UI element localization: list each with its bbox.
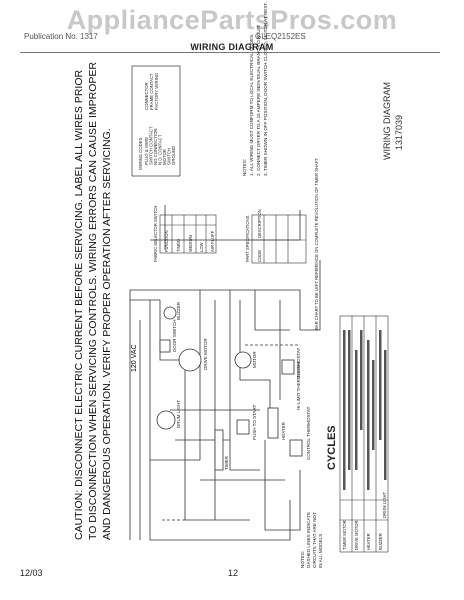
wiring-code-7: GROUND <box>171 146 176 165</box>
spec-col-description: DESCRIPTION <box>257 209 262 238</box>
footnote-line-4: IN ALL MODELS <box>318 534 323 568</box>
wiring-code-2: SWITCH CONTACT <box>149 126 154 165</box>
caution-block: CAUTION: DISCONNECT ELECTRIC CURRENT BEF… <box>73 62 113 540</box>
notes-item-3: 3. TIMER SHOWN IN OFF POSITION, DOOR SWI… <box>263 2 268 176</box>
bar-chart-note: BAR CHART TO BE LEFT REFERENCE ON COMPLE… <box>314 158 319 330</box>
drum-light-symbol <box>156 410 176 430</box>
wiring-code-3: NO CONNECTION <box>153 128 158 165</box>
door-switch-label: DOOR SWITCH <box>172 320 177 353</box>
wiring-code-10: FACTORY WIRING <box>154 72 159 110</box>
wiring-code-9: FRAME CONTACT <box>149 73 154 110</box>
schematic-components <box>156 306 303 471</box>
caution-line-2: TO DISCONNECTION WHEN SERVICING CONTROLS… <box>87 62 99 540</box>
control-thermostat-symbol <box>289 439 303 457</box>
cycles-chart <box>339 315 389 553</box>
fabric-table-title: FABRIC SELECTOR SWITCH <box>153 206 158 262</box>
thermostat-symbol <box>281 359 295 375</box>
wiring-code-4: N.O. CONTACT <box>158 134 163 165</box>
cycles-row-drum-light: DRUM LIGHT <box>382 492 387 518</box>
footnote-line-1: NOTES: <box>300 551 305 568</box>
caution-line-1: CAUTION: DISCONNECT ELECTRIC CURRENT BEF… <box>73 70 85 540</box>
drum-light-label: DRUM LIGHT <box>176 400 181 428</box>
footer-page-number: 12 <box>228 568 239 578</box>
part-number: 1317039 <box>394 115 404 150</box>
motor-label: MOTOR <box>252 351 257 368</box>
drive-motor-symbol <box>178 348 202 372</box>
timer-motor-symbol <box>234 351 252 369</box>
hi-limit-label: HI-LIMIT THERMOSTAT <box>296 361 301 410</box>
thermostat-label: THERMOSTAT <box>296 347 301 378</box>
cycles-row-buzzer: BUZZER <box>378 533 383 550</box>
fabric-row-low: LOW <box>199 242 204 252</box>
notes-title: NOTES: <box>242 159 247 176</box>
notes-item-2: 2. CONNECT DRYER TO A 15 AMPERE INDIVIDU… <box>256 25 261 176</box>
watermark-logo: AppliancePartsPros.com <box>66 5 398 35</box>
fabric-selector-table <box>159 214 217 254</box>
spec-col-code: CODE <box>257 250 262 262</box>
fabric-row-medium: MEDIUM <box>188 235 193 252</box>
publication-number: Publication No. 1317 <box>24 32 98 41</box>
supply-voltage-label: 120 VAC <box>131 345 138 373</box>
control-thermostat-label: CONTROL THERMOSTAT <box>306 406 311 460</box>
push-to-start-label: PUSH TO START <box>252 404 257 440</box>
wiring-codes-title: WIRING CODES <box>138 137 143 170</box>
cycles-row-timer-motor: TIMER MOTOR <box>342 520 347 550</box>
component-labels: DRUM LIGHT DRIVE MOTOR MOTOR DOOR SWITCH… <box>172 301 311 470</box>
heater-symbol <box>267 407 279 439</box>
wiring-codes-box <box>131 65 181 177</box>
footnote-line-2: DASHED LINES INDICATE <box>306 512 311 568</box>
heater-label: HEATER <box>281 421 286 440</box>
drive-motor-label: DRIVE MOTOR <box>203 338 208 370</box>
model-number: GLEQ2152ES <box>255 32 306 41</box>
schematic-wiring <box>129 205 321 541</box>
buzzer-symbol <box>163 306 177 320</box>
timer-label: TIMER <box>224 455 229 470</box>
diagram-title: WIRING DIAGRAM <box>190 42 274 52</box>
caution-line-3: AND DANGEROUS OPERATION. VERIFY PROPER O… <box>101 128 113 540</box>
cycles-title: CYCLES <box>326 425 338 470</box>
terminal-block <box>214 429 224 471</box>
header-rule <box>20 52 440 53</box>
footnote-line-3: CIRCUITS THAT ARE NOT <box>312 512 317 568</box>
wiring-code-1: PLUG & WIRE <box>144 137 149 165</box>
wiring-code-6: SWITCH <box>167 148 172 165</box>
buzzer-label: BUZZER <box>176 301 181 320</box>
footer-date: 12/03 <box>20 568 43 578</box>
notes-item-1: 1. ALL WIRING MUST CONFORM TO LOCAL ELEC… <box>249 34 254 176</box>
fabric-row-function: FUNCTION <box>164 230 169 252</box>
fabric-row-timed: TIMED <box>176 239 181 252</box>
spec-table-title: PART SPECIFICATIONS <box>245 215 250 262</box>
cycles-row-drive-motor: DRIVE MOTOR <box>354 521 359 550</box>
cycles-timing-bars <box>343 330 387 490</box>
cycles-row-heater: HEATER <box>366 533 371 550</box>
push-to-start-symbol <box>236 419 250 435</box>
wiring-code-5: MOTOR <box>162 149 167 165</box>
fabric-row-air-fluff: AIR FLUFF <box>210 230 215 252</box>
wiring-code-8: CONNECTOR <box>144 82 149 110</box>
part-number-label: WIRING DIAGRAM <box>382 82 392 160</box>
part-spec-table <box>251 214 307 264</box>
door-switch-symbol <box>159 339 171 353</box>
